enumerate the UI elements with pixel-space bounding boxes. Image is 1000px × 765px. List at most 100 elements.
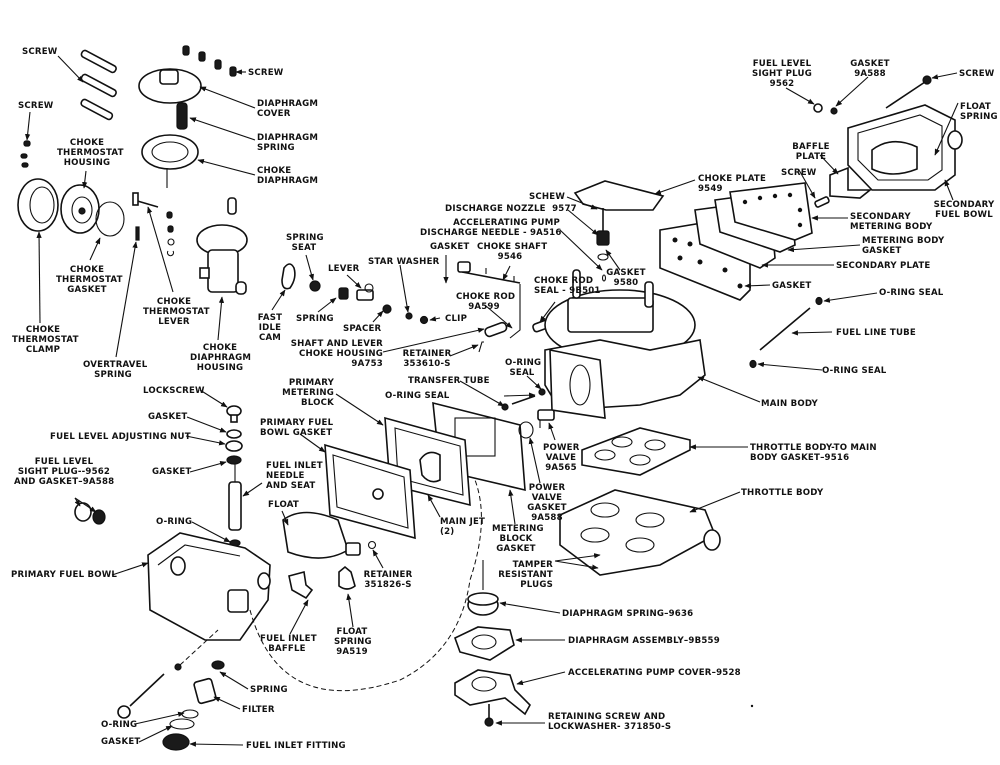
inlet-bolt-part bbox=[117, 663, 182, 719]
label-gasket-fitting: GASKET bbox=[101, 737, 141, 747]
label-o-ring-seal-top: O-RING SEAL bbox=[505, 358, 542, 378]
retaining-screw-part bbox=[484, 704, 494, 727]
star-washer-part bbox=[405, 312, 413, 320]
leader-lines bbox=[25, 55, 959, 747]
label-choke-plate: CHOKE PLATE 9549 bbox=[698, 174, 767, 194]
screw-bolts-part bbox=[80, 49, 117, 121]
label-secondary-plate: SECONDARY PLATE bbox=[836, 261, 931, 271]
screw-secondary-part bbox=[885, 75, 932, 109]
fuel-inlet-fitting-stack bbox=[162, 660, 225, 751]
label-choke-shaft: CHOKE SHAFT 9546 bbox=[477, 242, 548, 262]
label-power-valve: POWER VALVE 9A565 bbox=[543, 443, 580, 473]
label-choke-thermostat-lever: CHOKE THERMOSTAT LEVER bbox=[143, 297, 210, 327]
label-sight-plug-9562: FUEL LEVEL SIGHT PLUG 9562 bbox=[752, 59, 812, 89]
label-sight-plug-gasket: FUEL LEVEL SIGHT PLUG--9562 AND GASKET–9… bbox=[14, 457, 115, 487]
choke-diaphragm-housing-part bbox=[196, 197, 248, 295]
clip-part bbox=[419, 315, 429, 325]
secondary-metering-body-part bbox=[729, 182, 813, 241]
label-spring-filter: SPRING bbox=[250, 685, 288, 695]
small-screws-part bbox=[182, 45, 237, 77]
diaphragm-spring-9636-part bbox=[467, 592, 499, 616]
label-float-spring-secondary: FLOAT SPRING bbox=[960, 102, 998, 122]
label-metering-body-gasket: METERING BODY GASKET bbox=[862, 236, 945, 256]
label-power-valve-gasket: POWER VALVE GASKET 9A588 bbox=[527, 483, 567, 523]
label-throttle-body: THROTTLE BODY bbox=[741, 488, 824, 498]
label-secondary-fuel-bowl: SECONDARY FUEL BOWL bbox=[933, 200, 995, 220]
label-main-body: MAIN BODY bbox=[761, 399, 818, 409]
label-o-ring-needle: O-RING bbox=[156, 517, 193, 527]
label-retainer-351826: RETAINER 351826-S bbox=[363, 570, 413, 590]
sight-plug-part bbox=[813, 103, 838, 115]
label-choke-diaphragm-housing: CHOKE DIAPHRAGM HOUSING bbox=[190, 343, 252, 373]
overtravel-spring-part bbox=[135, 226, 140, 241]
label-metering-block-gasket: METERING BLOCK GASKET bbox=[492, 524, 544, 554]
label-o-ring-seal-lower: O-RING SEAL bbox=[822, 366, 887, 376]
diaphragm-assembly-part bbox=[454, 626, 515, 661]
power-valve-gasket-part bbox=[518, 421, 534, 439]
label-fast-idle-cam: FAST IDLE CAM bbox=[257, 313, 283, 343]
label-fuel-level-adjusting-nut: FUEL LEVEL ADJUSTING NUT bbox=[50, 432, 191, 442]
label-o-ring-seal-transfer: O-RING SEAL bbox=[385, 391, 450, 401]
label-secondary-metering-body: SECONDARY METERING BODY bbox=[850, 212, 933, 232]
label-accel-pump-cover: ACCELERATING PUMP COVER–9528 bbox=[568, 668, 741, 678]
label-retainer-353610: RETAINER 353610-S bbox=[402, 349, 452, 369]
transfer-tube-part bbox=[501, 388, 546, 411]
choke-shaft-part bbox=[457, 261, 521, 284]
choke-rod-part bbox=[509, 284, 521, 339]
label-discharge-nozzle: DISCHARGE NOZZLE 9577 bbox=[445, 204, 577, 214]
label-primary-fuel-bowl-gasket: PRIMARY FUEL BOWL GASKET bbox=[260, 418, 334, 438]
label-screw-bolts: SCREW bbox=[22, 47, 58, 57]
primary-fuel-bowl-gasket-part bbox=[324, 443, 416, 540]
label-star-washer: STAR WASHER bbox=[368, 257, 440, 267]
label-overtravel-spring: OVERTRAVEL SPRING bbox=[83, 360, 148, 380]
label-gasket-upper: GASKET bbox=[430, 242, 470, 252]
label-choke-thermostat-housing: CHOKE THERMOSTAT HOUSING bbox=[57, 138, 124, 168]
label-choke-rod-seal: CHOKE ROD SEAL - 9B501 bbox=[534, 276, 601, 296]
label-retaining-screw-lockwasher: RETAINING SCREW AND LOCKWASHER- 371850-S bbox=[548, 712, 672, 732]
label-lockscrew: LOCKSCREW bbox=[143, 386, 205, 396]
label-diaphragm-spring: DIAPHRAGM SPRING bbox=[257, 133, 319, 153]
assembly-axis-line bbox=[179, 629, 219, 666]
label-gasket-lock-bottom: GASKET bbox=[152, 467, 192, 477]
throttle-body-gasket-part bbox=[581, 427, 691, 476]
label-fuel-inlet-fitting: FUEL INLET FITTING bbox=[246, 741, 346, 751]
lockscrew-part bbox=[226, 405, 242, 423]
label-screw-nozzle: SCHEW bbox=[529, 192, 566, 202]
label-diaphragm-spring-9636: DIAPHRAGM SPRING–9636 bbox=[562, 609, 694, 619]
label-fuel-inlet-baffle: FUEL INLET BAFFLE bbox=[260, 634, 317, 654]
float-part bbox=[282, 511, 361, 559]
baffle-plate-part bbox=[829, 166, 873, 199]
label-throttle-body-gasket: THROTTLE BODY-TO MAIN BODY GASKET–9516 bbox=[750, 443, 877, 463]
label-shaft-lever-housing: SHAFT AND LEVER CHOKE HOUSING 9A753 bbox=[290, 339, 383, 369]
secondary-fuel-bowl-part bbox=[847, 104, 963, 191]
label-accel-pump-needle: ACCELERATING PUMP DISCHARGE NEEDLE - 9A5… bbox=[420, 218, 562, 238]
label-transfer-tube: TRANSFER TUBE bbox=[408, 376, 490, 386]
small-parts-column bbox=[166, 211, 175, 257]
spring-choke-part bbox=[338, 287, 349, 300]
diaphragm-cover-part bbox=[138, 68, 202, 104]
label-screw-small: SCREW bbox=[18, 101, 54, 111]
gasket-9580-part bbox=[597, 253, 609, 261]
retainer-351826-part bbox=[367, 540, 377, 550]
choke-thermostat-lever-part bbox=[132, 192, 159, 208]
choke-thermostat-clamp-part bbox=[17, 178, 59, 232]
discharge-nozzle-part bbox=[596, 230, 610, 246]
float-spring-part bbox=[338, 565, 356, 590]
label-baffle-plate: BAFFLE PLATE bbox=[792, 142, 830, 162]
label-clip: CLIP bbox=[445, 314, 468, 324]
lock-gaskets-part bbox=[225, 429, 243, 465]
label-diaphragm-cover: DIAPHRAGM COVER bbox=[257, 99, 319, 119]
stray-dot bbox=[750, 704, 754, 708]
label-spring-seat: SPRING SEAT bbox=[286, 233, 324, 253]
diaphragm-spring-part bbox=[176, 102, 188, 130]
primary-fuel-bowl-part bbox=[147, 532, 271, 641]
choke-thermostat-gasket-part bbox=[95, 201, 125, 237]
label-spacer: SPACER bbox=[343, 324, 382, 334]
fuel-path-dashed-line bbox=[249, 479, 482, 692]
accel-pump-cover-part bbox=[454, 669, 531, 716]
power-valve-part bbox=[537, 409, 555, 428]
label-gasket-secondary: GASKET bbox=[772, 281, 812, 291]
label-screw-cover: SCREW bbox=[248, 68, 284, 78]
